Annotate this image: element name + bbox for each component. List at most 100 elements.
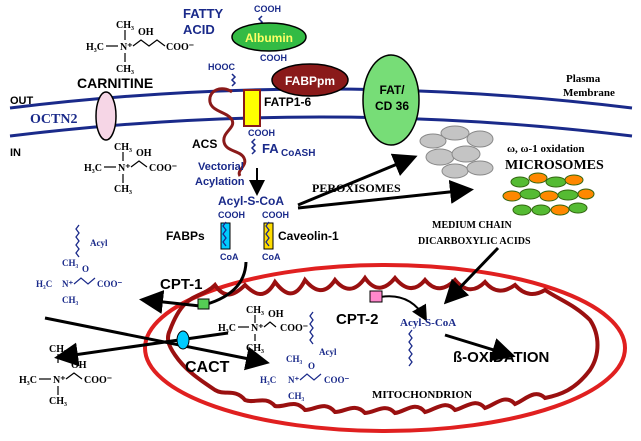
ch3-label: CH₃ — [116, 20, 134, 31]
n-plus-label: N⁺ — [62, 279, 73, 289]
coo-minus-label: COO⁻ — [166, 42, 194, 53]
oh-label: OH — [71, 360, 87, 371]
acs-label: ACS — [192, 137, 217, 151]
fabppm-label: FABPpm — [285, 74, 335, 88]
oh-label: OH — [136, 148, 152, 159]
ch3-label: CH₃ — [246, 343, 264, 354]
oh-label: OH — [268, 309, 284, 320]
albumin-label: Albumin — [245, 31, 293, 45]
cpt2-label: CPT-2 — [336, 311, 379, 328]
mitochondrion — [143, 263, 627, 433]
cooh-label: COOH — [260, 53, 287, 63]
ch3-label: CH₃ — [49, 396, 67, 407]
vectorial-acylation-label: Acylation — [195, 176, 245, 188]
n-plus-label: N⁺ — [251, 323, 264, 334]
fabppm-protein — [271, 63, 349, 97]
octn2-transporter — [95, 91, 117, 141]
mitochondrion-inner-membrane-cristae — [165, 274, 600, 416]
fatty-acid-chain — [75, 224, 80, 258]
ch3-label: CH₃ — [114, 184, 132, 195]
acyl-label: Acyl — [319, 347, 337, 357]
oh-label: OH — [138, 27, 154, 38]
plasma-membrane-label: Plasma — [566, 73, 601, 85]
peroxisomes-label: PEROXISOMES — [312, 181, 401, 195]
coa-label: CoA — [262, 252, 281, 262]
fatp-label: FATP1-6 — [264, 95, 311, 109]
ch3-label: CH₃ — [62, 258, 79, 268]
fatty-acid-chain — [309, 311, 314, 345]
fatty-acid-chain — [265, 221, 270, 247]
coo-minus-label: COO⁻ — [280, 323, 308, 334]
albumin-protein — [231, 22, 307, 52]
h3c-label: H₃C — [218, 323, 236, 334]
carnitine-structure: CH₃ H₃C N⁺ OH COO⁻ CH₃ — [218, 305, 308, 354]
fatty-acid-label: FATTY — [183, 6, 224, 21]
ch3-label: CH₃ — [49, 344, 67, 355]
fatty-acid-label: ACID — [183, 22, 215, 37]
n-plus-label: N⁺ — [288, 375, 299, 385]
fatty-acid-chain — [230, 73, 237, 87]
ch3-label: CH₃ — [288, 391, 305, 401]
microsomes-label: MICROSOMES — [505, 158, 604, 173]
cooh-label: COOH — [248, 128, 275, 138]
acyl-s-coa-label: Acyl-S-CoA — [218, 194, 284, 208]
acylcarnitine-structure: Acyl CH₃ O H₃C N⁺ COO⁻ CH₃ — [36, 224, 123, 305]
cact-label: CACT — [185, 359, 230, 376]
acylcarnitine-structure: Acyl CH₃ O H₃C N⁺ COO⁻ CH₃ — [260, 311, 350, 401]
fa-label: FA — [262, 141, 279, 156]
acs-chain — [208, 87, 247, 177]
h3c-label: H₃C — [260, 375, 276, 385]
ch3-label: CH₃ — [286, 354, 303, 364]
mitochondrion-outer-membrane — [143, 263, 627, 433]
medium-chain-label: MEDIUM CHAIN — [432, 220, 512, 231]
coo-minus-label: COO⁻ — [324, 375, 350, 385]
cooh-label: COOH — [218, 210, 245, 220]
cooh-label: COOH — [262, 210, 289, 220]
carnitine-structure: CH₃ H₃C N⁺ OH COO⁻ CH₃ — [84, 142, 177, 195]
o-label: O — [82, 264, 89, 274]
cpt1-label: CPT-1 — [160, 276, 203, 293]
h3c-label: H₃C — [19, 375, 37, 386]
beta-oxidation-label: ß-OXIDATION — [453, 349, 549, 366]
fatty-acid-chain — [408, 329, 413, 367]
out-label: OUT — [10, 95, 34, 107]
coa-label: CoA — [220, 252, 239, 262]
n-plus-label: N⁺ — [118, 163, 131, 174]
cpt1-enzyme — [197, 298, 210, 310]
vectorial-acylation-label: Vectorial — [198, 161, 244, 173]
fabps-label: FABPs — [166, 229, 205, 243]
ch3-label: CH₃ — [114, 142, 132, 153]
o-label: O — [308, 361, 315, 371]
ch3-label: CH₃ — [116, 64, 134, 75]
hooc-label: HOOC — [208, 62, 236, 72]
fatty-acid-chain — [222, 221, 227, 247]
fat-cd36-label: CD 36 — [375, 99, 409, 113]
fat-cd36-label: FAT/ — [379, 83, 405, 97]
carnitine-label: CARNITINE — [77, 75, 153, 91]
h3c-label: H₃C — [84, 163, 102, 174]
coash-label: CoASH — [281, 148, 315, 159]
cact-transporter — [176, 330, 190, 350]
octn2-label: OCTN2 — [30, 112, 77, 127]
in-label: IN — [10, 147, 21, 159]
acyl-label: Acyl — [90, 238, 108, 248]
fat-cd36-protein — [362, 54, 420, 146]
h3c-label: H₃C — [86, 42, 104, 53]
coo-minus-label: COO⁻ — [84, 375, 112, 386]
cpt2-enzyme — [369, 290, 383, 303]
carnitine-structure: CH₃ H₃C N⁺ OH COO⁻ CH₃ — [19, 344, 112, 407]
mitochondrion-label: MITOCHONDRION — [372, 389, 472, 401]
caveolin-label: Caveolin-1 — [278, 229, 339, 243]
n-plus-label: N⁺ — [120, 42, 133, 53]
fatp-transporter — [243, 89, 261, 127]
h3c-label: H₃C — [36, 279, 52, 289]
peroxisomes-organelle — [419, 125, 494, 179]
acyl-s-coa-mito-label: Acyl-S-CoA — [400, 317, 456, 329]
coo-minus-label: COO⁻ — [97, 279, 123, 289]
fatty-acid-chain — [250, 138, 257, 155]
pathway-arrows — [44, 153, 516, 371]
carnitine-structure: CH₃ H₃C N⁺ OH COO⁻ CH₃ — [86, 20, 194, 75]
n-plus-label: N⁺ — [53, 375, 66, 386]
coo-minus-label: COO⁻ — [149, 163, 177, 174]
